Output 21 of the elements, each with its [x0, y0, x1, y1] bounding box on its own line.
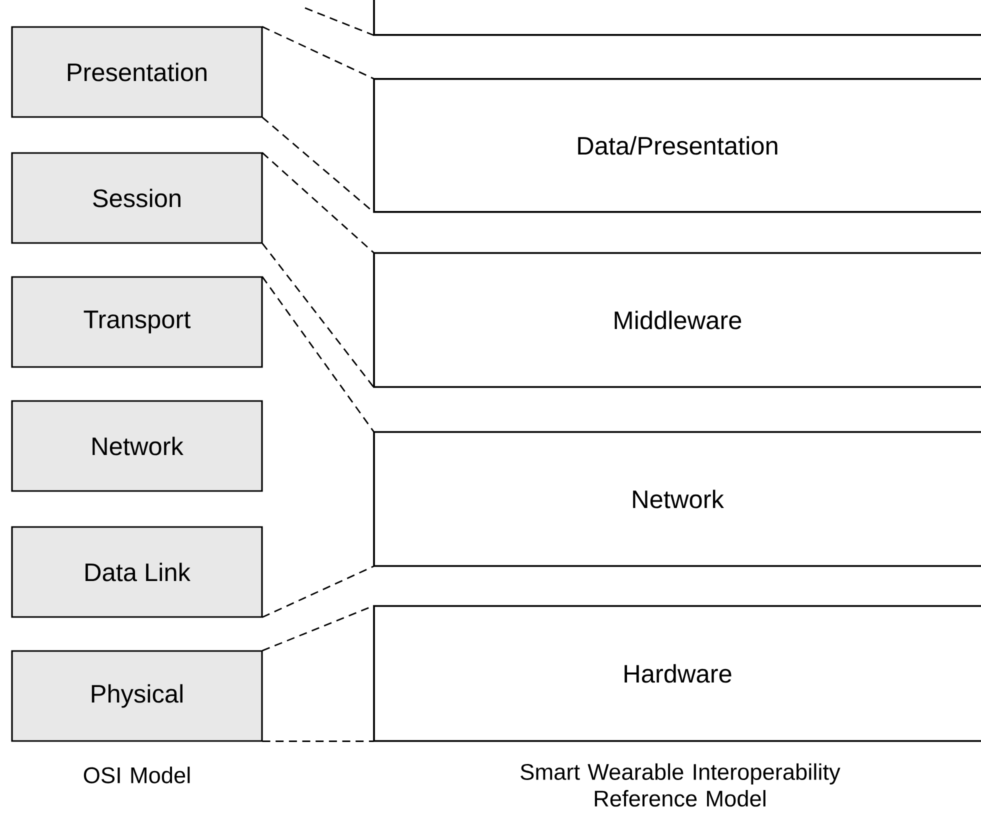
layer-box: Middleware: [373, 252, 981, 388]
layer-box: Presentation: [11, 26, 263, 118]
layer-box: Network: [11, 400, 263, 492]
model-caption: OSI Model: [84, 766, 190, 784]
dashed-line: [262, 152, 374, 254]
dashed-line: [262, 566, 374, 618]
dashed-line: [262, 276, 374, 432]
dashed-line: [262, 605, 374, 652]
dashed-line: [262, 26, 374, 80]
dashed-line: [262, 242, 374, 388]
layer-box: Data Link: [11, 526, 263, 618]
layer-box: [373, 0, 981, 36]
layer-box: Physical: [11, 650, 263, 742]
dashed-line: [262, 740, 374, 742]
layer-box: Network: [373, 431, 981, 567]
layer-box: Hardware: [373, 605, 981, 742]
layer-box: Session: [11, 152, 263, 244]
layer-box: Data/Presentation: [373, 78, 981, 213]
dashed-line: [304, 7, 374, 36]
layer-box: Transport: [11, 276, 263, 368]
model-caption: Smart Wearable Interoperability Reference Model: [520, 763, 840, 807]
